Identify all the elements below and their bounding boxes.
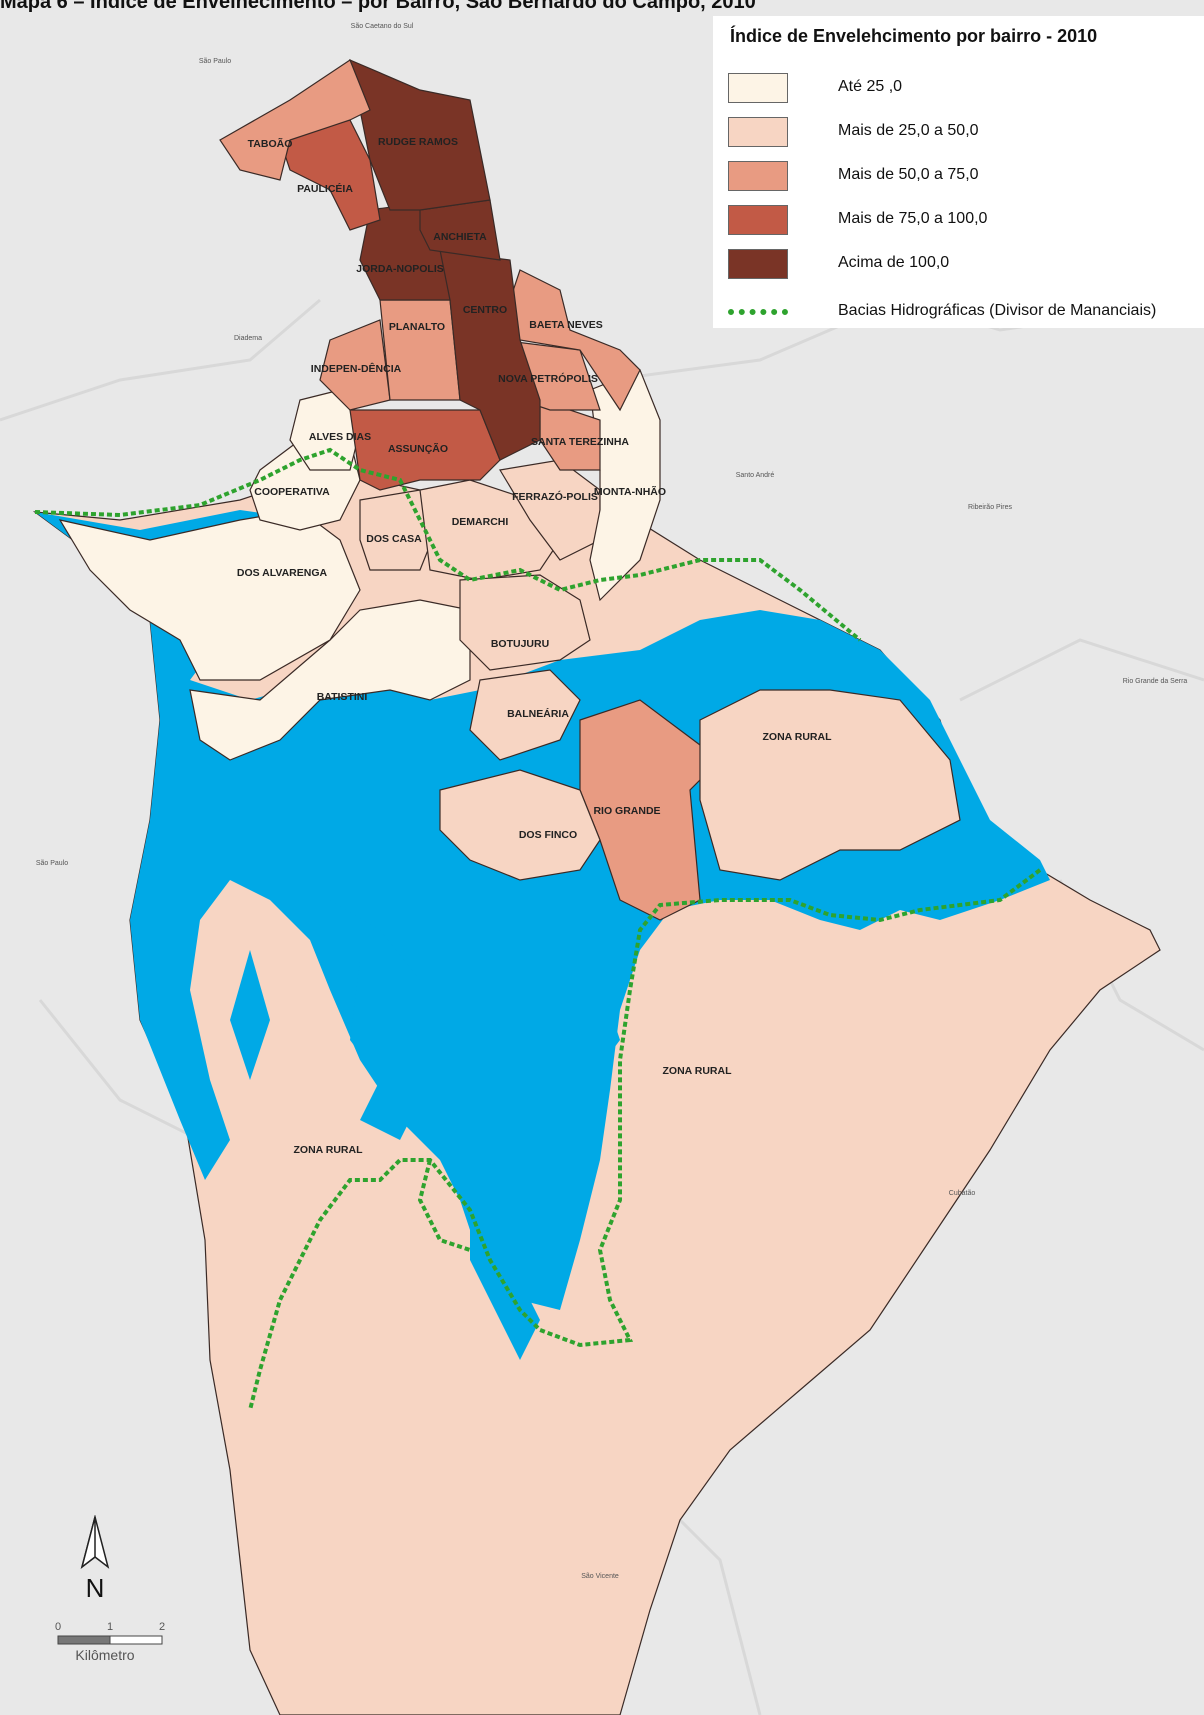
context-labels: São Caetano do Sul São Paulo Diadema San… <box>36 23 1188 1580</box>
label-paulicea: PAULICÉIA <box>297 182 353 195</box>
label-santa: SANTA TEREZINHA <box>531 436 629 448</box>
north-arrow-icon: N <box>80 1515 110 1603</box>
context-label: São Caetano do Sul <box>351 23 414 30</box>
legend-item: Até 25 ,0 <box>728 73 1198 107</box>
context-label: Diadema <box>234 335 262 342</box>
label-dosfinco: DOS FINCO <box>519 829 577 841</box>
label-demarchi: DEMARCHI <box>452 516 509 528</box>
scale-tick-label: 2 <box>159 1621 165 1633</box>
legend-swatch <box>728 249 788 279</box>
hood-planalto <box>379 299 461 401</box>
label-zona-rural-2: ZONA RURAL <box>662 1065 732 1077</box>
scale-tick-label: 1 <box>107 1621 113 1633</box>
hood-alvarenga <box>58 509 361 681</box>
legend-item: Mais de 50,0 a 75,0 <box>728 161 1198 195</box>
label-alvarenga: DOS ALVARENGA <box>237 567 328 579</box>
legend-item: Mais de 25,0 a 50,0 <box>728 117 1198 151</box>
label-cooperativa: COOPERATIVA <box>254 486 330 498</box>
context-label: São Paulo <box>36 860 68 867</box>
label-jordan: JORDA-NOPOLIS <box>356 263 444 275</box>
label-balnearia: BALNEÁRIA <box>507 707 569 720</box>
label-zona-rural-1: ZONA RURAL <box>762 731 832 743</box>
legend: Índice de Envelehcimento por bairro - 20… <box>713 16 1204 328</box>
context-label: Ribeirão Pires <box>968 504 1012 511</box>
scale-unit: Kilômetro <box>75 1647 134 1663</box>
legend-item: Acima de 100,0 <box>728 249 1198 283</box>
hood-rudge <box>349 58 491 211</box>
label-montanhao: MONTA-NHÃO <box>594 485 666 498</box>
watershed-line-symbol <box>728 309 788 315</box>
legend-item: Mais de 75,0 a 100,0 <box>728 205 1198 239</box>
context-label: Cubatão <box>949 1190 976 1197</box>
hood-dosfinco <box>439 769 601 881</box>
legend-swatch <box>728 73 788 103</box>
label-batistini: BATISTINI <box>317 691 368 703</box>
legend-swatch <box>728 161 788 191</box>
label-doscasa: DOS CASA <box>366 533 422 545</box>
label-ferrazopolis: FERRAZÓ-POLIS <box>512 490 598 503</box>
label-centro: CENTRO <box>463 304 507 316</box>
label-anchieta: ANCHIETA <box>433 231 487 243</box>
context-label: Santo André <box>736 472 775 479</box>
watershed-divide-line <box>34 447 1042 1411</box>
label-planalto: PLANALTO <box>389 321 445 333</box>
label-alves: ALVES DIAS <box>309 431 371 443</box>
label-baeta: BAETA NEVES <box>529 319 603 331</box>
legend-label: Mais de 25,0 a 50,0 <box>838 122 979 139</box>
hood-batistini <box>189 599 471 761</box>
legend-label: Acima de 100,0 <box>838 254 950 271</box>
hood-taboao <box>219 59 371 181</box>
legend-item-watershed: Bacias Hidrográficas (Divisor de Mananci… <box>728 297 1198 331</box>
legend-label: Mais de 75,0 a 100,0 <box>838 210 988 227</box>
hood-centro <box>429 249 541 461</box>
scale-tick-label: 0 <box>55 1621 61 1633</box>
legend-label: Bacias Hidrográficas (Divisor de Mananci… <box>838 302 1157 319</box>
north-label: N <box>86 1573 105 1603</box>
legend-label: Até 25 ,0 <box>838 78 903 95</box>
legend-swatch <box>728 205 788 235</box>
water-inlets <box>230 900 620 1360</box>
hood-independencia <box>319 319 391 411</box>
hood-botujuru <box>459 574 591 671</box>
hood-zona-east <box>699 689 961 881</box>
label-assuncao: ASSUNÇÃO <box>388 442 448 455</box>
hood-paulicea <box>279 119 381 231</box>
label-botujuru: BOTUJURU <box>491 638 549 650</box>
hood-montanhao <box>589 369 661 602</box>
map-title: Mapa 6 – Índice de Envelhecimento – por … <box>0 0 756 13</box>
neighborhood-labels: TABOÃO PAULICÉIA RUDGE RAMOS ANCHIETA JO… <box>237 136 832 1156</box>
hood-balnearia <box>469 669 581 761</box>
label-riogrande: RIO GRANDE <box>593 805 660 817</box>
label-taboao: TABOÃO <box>248 137 293 150</box>
label-independencia: INDEPEN-DÊNCIA <box>311 362 402 375</box>
label-rudge: RUDGE RAMOS <box>378 136 458 148</box>
context-label: São Vicente <box>581 1573 619 1580</box>
label-nova: NOVA PETRÓPOLIS <box>498 372 598 385</box>
legend-title: Índice de Envelehcimento por bairro - 20… <box>730 26 1098 46</box>
context-label: Rio Grande da Serra <box>1123 678 1188 685</box>
scale-bar: 0 1 2 Kilômetro <box>55 1621 165 1663</box>
legend-label: Mais de 50,0 a 75,0 <box>838 166 979 183</box>
label-zona-rural-3: ZONA RURAL <box>293 1144 363 1156</box>
context-label: São Paulo <box>199 58 231 65</box>
legend-swatch <box>728 117 788 147</box>
neighborhoods <box>58 58 961 921</box>
